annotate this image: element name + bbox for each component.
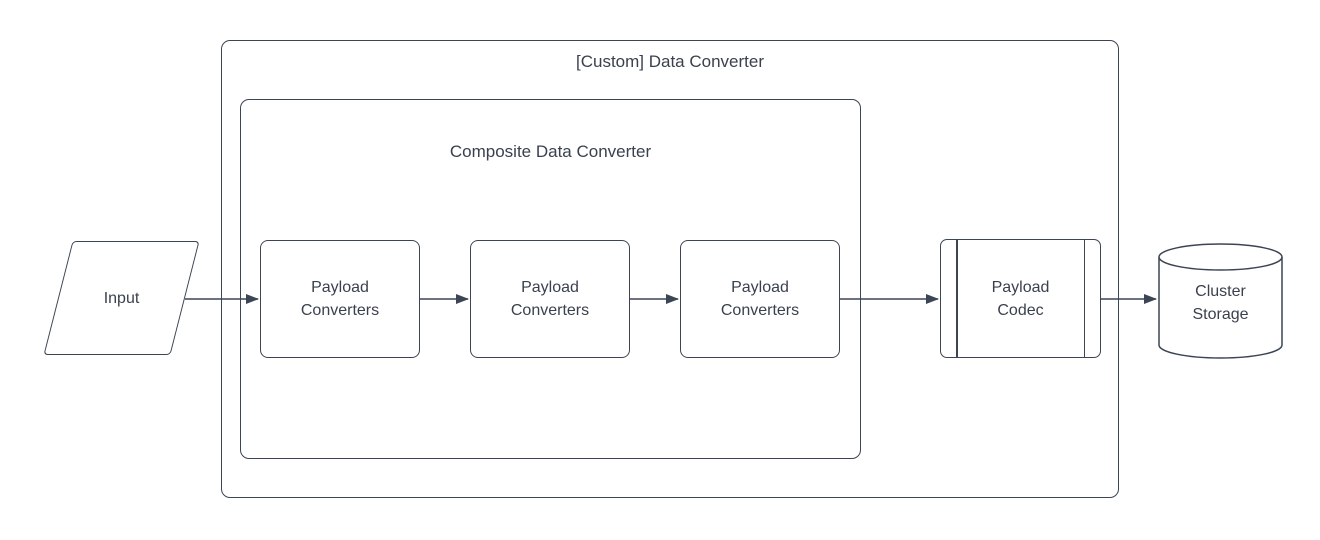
node-payload-converters-2 bbox=[470, 240, 630, 358]
node-payload-codec bbox=[940, 239, 1101, 358]
node-payload-converters-3-label: Payload Converters bbox=[720, 279, 800, 319]
node-payload-codec-label: Payload Codec bbox=[991, 278, 1050, 319]
cylinder-top bbox=[1158, 243, 1283, 271]
codec-inner-line-left bbox=[956, 240, 958, 357]
node-payload-converters-3 bbox=[680, 240, 840, 358]
cylinder-body bbox=[1158, 257, 1283, 359]
node-cluster-storage-label: Cluster Storage bbox=[1192, 283, 1249, 323]
group-composite-data-converter-title: Composite Data Converter bbox=[449, 142, 652, 161]
node-cluster-storage-shape bbox=[1158, 243, 1283, 359]
node-payload-converters-1-label: Payload Converters bbox=[300, 279, 380, 319]
group-custom-data-converter-title: [Custom] Data Converter bbox=[575, 52, 764, 71]
node-payload-converters-1 bbox=[260, 240, 420, 358]
node-input-label: Input bbox=[103, 289, 140, 307]
node-payload-converters-2-label: Payload Converters bbox=[510, 279, 590, 319]
codec-inner-line-right bbox=[1083, 240, 1085, 357]
